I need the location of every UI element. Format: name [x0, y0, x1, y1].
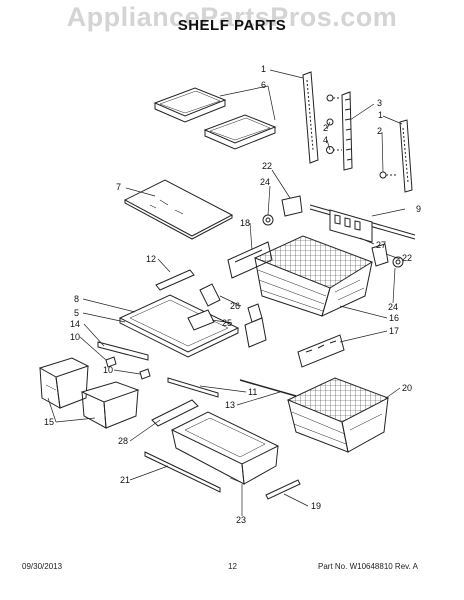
shelf-rail-right [399, 119, 413, 193]
crisper-drawer-right [80, 381, 140, 429]
wire-basket-lower [286, 377, 390, 453]
callout-18: 18 [240, 218, 250, 228]
callout-1b: 1 [378, 110, 383, 120]
callout-24b: 24 [388, 302, 398, 312]
drawer-divider-upper [329, 209, 373, 243]
callout-22a: 22 [262, 161, 272, 171]
callout-9: 9 [416, 204, 421, 214]
callout-24a: 24 [260, 177, 270, 187]
shelf-ladder [341, 91, 353, 171]
callout-11: 11 [248, 387, 257, 397]
footer-page-number: 12 [228, 562, 237, 571]
bottom-drawer [170, 411, 280, 485]
callout-4: 4 [323, 135, 328, 145]
wire-basket-upper [253, 235, 374, 317]
callout-19: 19 [311, 501, 321, 511]
callout-12: 12 [146, 254, 156, 264]
callout-6: 6 [261, 80, 266, 90]
small-shelf-lower [203, 114, 277, 150]
crisper-cover-frame [118, 294, 240, 358]
crisper-drawer-left [38, 357, 90, 409]
rail-13 [239, 379, 297, 397]
slide-28 [151, 399, 199, 427]
callout-21: 21 [120, 475, 130, 485]
callout-14: 14 [70, 319, 80, 329]
callouts: 1 6 2 3 1 4 2 22 24 7 9 18 27 22 12 8 5 … [44, 64, 421, 525]
leader-lines [47, 69, 406, 516]
callout-2a: 2 [323, 123, 328, 133]
callout-26: 26 [230, 301, 240, 311]
callout-10a: 10 [70, 332, 80, 342]
callout-22b: 22 [402, 253, 412, 263]
bracket-25 [187, 309, 267, 348]
callout-20: 20 [402, 383, 412, 393]
callout-15: 15 [44, 417, 54, 427]
callout-17: 17 [389, 326, 399, 336]
drawer-divider-lower [297, 334, 345, 368]
callout-10b: 10 [103, 365, 113, 375]
glass-shelf [123, 179, 234, 240]
footer-part-number: Part No. W10648810 Rev. A [318, 562, 418, 571]
bar-21 [144, 451, 221, 493]
callout-28: 28 [118, 436, 128, 446]
callout-16: 16 [389, 313, 399, 323]
callout-1a: 1 [261, 64, 266, 74]
rail-14 [97, 341, 149, 361]
bar-19 [265, 479, 301, 500]
diagram-title: SHELF PARTS [177, 17, 287, 34]
callout-23: 23 [236, 515, 246, 525]
screw-parts [326, 94, 398, 179]
callout-2b: 2 [377, 126, 382, 136]
callout-3: 3 [377, 98, 382, 108]
small-shelf-upper [153, 87, 227, 123]
bracket-26 [199, 283, 263, 323]
callout-5: 5 [74, 308, 79, 318]
rail-12 [155, 269, 195, 291]
callout-25: 25 [222, 318, 232, 328]
footer-date: 09/30/2013 [22, 562, 63, 571]
callout-8: 8 [74, 294, 79, 304]
shelf-rail-left [302, 71, 319, 164]
callout-27: 27 [376, 240, 386, 250]
callout-7: 7 [116, 182, 121, 192]
watermark: AppliancePartsPros.com [66, 2, 398, 32]
clip-10 [105, 356, 151, 380]
callout-13: 13 [225, 400, 235, 410]
rail-11 [167, 377, 219, 398]
